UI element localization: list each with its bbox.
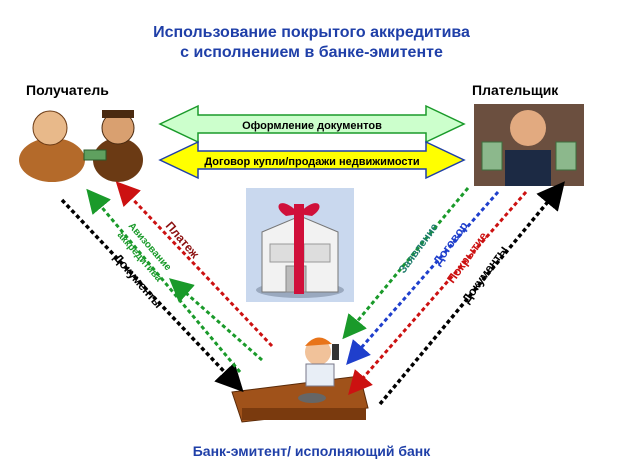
application-arrow — [342, 187, 470, 340]
coverage-arrow — [348, 191, 528, 396]
diagram-title-line1: Использование покрытого аккредитива — [153, 24, 470, 41]
recipient-illustration — [19, 110, 143, 182]
contract-flow-arrow — [346, 191, 500, 366]
bank-clerk-illustration — [231, 337, 369, 423]
house-gift-image — [246, 188, 354, 302]
contract-arrow: Договор купли/продажи недвижимости — [158, 140, 466, 180]
advising-arrow-lower — [168, 278, 263, 362]
documents-arrow: Оформление документов — [158, 104, 466, 144]
payer-illustration — [474, 104, 584, 186]
advising-arrow-upper — [86, 188, 242, 373]
recipient-label: Получатель — [26, 82, 109, 98]
payment-label: Платеж — [163, 219, 203, 262]
payment-arrow — [115, 181, 274, 348]
application-label: Заявление — [397, 221, 441, 275]
documents-arrow-label: Оформление документов — [242, 120, 382, 132]
diagram-title-line2: с исполнением в банке-эмитенте — [180, 44, 443, 61]
payer-label: Плательщик — [472, 82, 559, 98]
bank-label: Банк-эмитент/ исполняющий банк — [192, 443, 431, 459]
payer-documents-arrow — [378, 181, 565, 406]
contract-arrow-label: Договор купли/продажи недвижимости — [204, 156, 419, 168]
